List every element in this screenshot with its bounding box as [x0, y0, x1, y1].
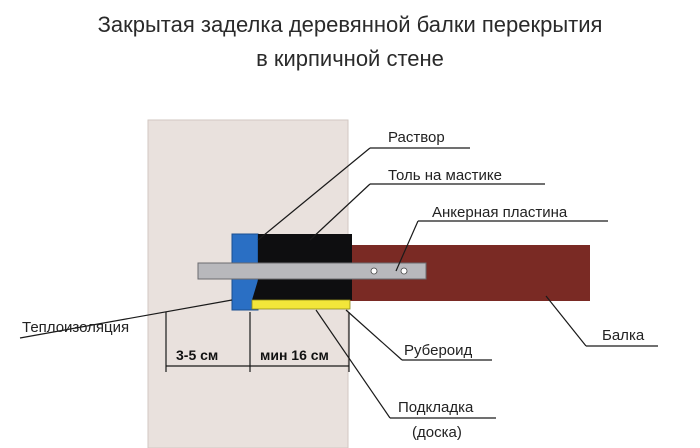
- anchor-plate: [197, 262, 427, 280]
- label-mortar: Раствор: [388, 129, 445, 146]
- roofing-felt-layer: [251, 299, 351, 310]
- label-support-line2: (доска): [412, 424, 462, 441]
- label-tar-paper: Толь на мастике: [388, 167, 502, 184]
- anchor-plate-hole-2: [400, 267, 408, 275]
- anchor-plate-hole-1: [370, 267, 378, 275]
- dimension-embed: мин 16 см: [260, 347, 329, 363]
- label-roofing-felt: Рубероид: [404, 342, 473, 359]
- tar-leader-diag: [309, 183, 371, 241]
- diagram-title-line2: в кирпичной стене: [256, 46, 444, 71]
- mortar-leader-diag: [257, 147, 371, 241]
- label-anchor-plate: Анкерная пластина: [432, 204, 568, 221]
- label-insulation: Теплоизоляция: [22, 319, 129, 336]
- dimension-gap: 3-5 см: [176, 347, 218, 363]
- anchor-leader-diag: [395, 220, 419, 272]
- felt-leader: [345, 309, 403, 361]
- label-beam: Балка: [602, 327, 645, 344]
- label-support-line1: Подкладка: [398, 399, 474, 416]
- insulation-leader: [19, 299, 233, 339]
- diagram-title-line1: Закрытая заделка деревянной балки перекр…: [97, 12, 603, 37]
- beam-leader: [545, 295, 587, 347]
- support-leader: [315, 309, 391, 419]
